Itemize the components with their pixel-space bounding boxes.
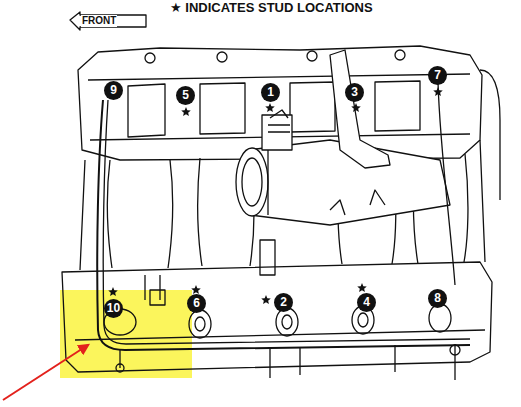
- stud-star: [357, 283, 367, 292]
- callout-number: 5: [176, 86, 195, 105]
- callout-number: 7: [428, 66, 447, 85]
- stud-stars: [108, 87, 443, 304]
- front-label: FRONT: [81, 15, 117, 27]
- callout-number: 4: [357, 293, 376, 312]
- stud-star: [261, 295, 271, 304]
- callout-number: 9: [104, 81, 123, 100]
- manifold-lines: [62, 12, 500, 380]
- stud-star: [191, 285, 201, 294]
- stud-star: [181, 107, 191, 116]
- stud-star: [265, 103, 275, 112]
- front-arrow: [70, 12, 146, 30]
- highlight-box: [60, 290, 192, 378]
- diagram-title: ★ INDICATES STUD LOCATIONS: [168, 1, 375, 15]
- stud-star: [351, 103, 361, 112]
- stud-star: [433, 87, 443, 96]
- stud-star: [108, 287, 118, 296]
- callout-number: 6: [187, 294, 206, 313]
- callout-number: 3: [345, 83, 364, 102]
- callout-number: 8: [428, 289, 447, 308]
- red-pointer-arrow: [3, 345, 88, 400]
- callout-number: 1: [261, 83, 280, 102]
- callout-number: 10: [104, 299, 123, 318]
- callout-number: 2: [274, 293, 293, 312]
